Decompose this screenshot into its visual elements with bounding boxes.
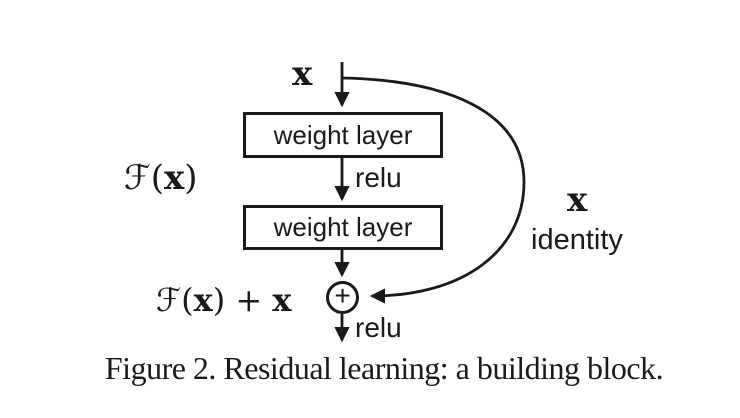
- output-sum-arg: x: [193, 281, 213, 319]
- residual-function-close: ): [184, 158, 198, 198]
- relu-out-label: relu: [355, 312, 402, 343]
- output-sum-label: ℱ(x) + x: [156, 284, 291, 316]
- plus-icon: +: [334, 280, 351, 311]
- residual-function-arg: x: [164, 158, 185, 198]
- output-sum-script-f: ℱ(: [156, 281, 194, 319]
- output-sum-arg2: x: [272, 281, 292, 319]
- weight-layer-2-box: weight layer: [243, 205, 443, 250]
- elementwise-add-node: +: [326, 281, 359, 314]
- weight-layer-1-box: weight layer: [243, 112, 443, 158]
- skip-connection-curve: [341, 76, 526, 304]
- weight-layer-1-label: weight layer: [273, 119, 413, 150]
- residual-function-script-f: ℱ(: [124, 158, 164, 198]
- identity-x-label: x: [567, 180, 588, 220]
- output-sum-plus: ) +: [212, 281, 273, 319]
- figure-caption: Figure 2. Residual learning: a building …: [104, 350, 664, 386]
- input-x-label: x: [292, 54, 313, 94]
- relu-mid-label: relu: [355, 162, 402, 193]
- identity-label: identity: [531, 224, 623, 256]
- residual-function-label: ℱ(x): [124, 161, 198, 195]
- weight-layer-2-label: weight layer: [273, 212, 413, 242]
